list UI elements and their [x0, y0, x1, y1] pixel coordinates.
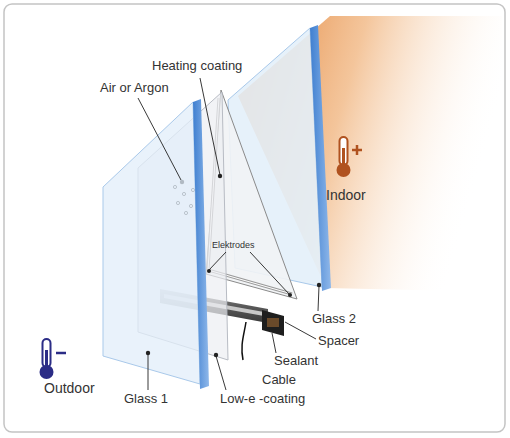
sealant-detail [267, 318, 279, 327]
part-label: Glass 2 [312, 311, 356, 326]
part-label: Cable [262, 372, 296, 387]
frame [4, 4, 505, 432]
part-label: Spacer [318, 333, 359, 348]
leader-lines [138, 78, 319, 390]
sealant-block [262, 310, 284, 336]
part-label: Indoor [326, 187, 366, 203]
cable-wire [242, 322, 246, 360]
part-label: Outdoor [44, 380, 95, 396]
part-label: Air or Argon [100, 80, 169, 95]
outdoor-thermometer [40, 339, 67, 379]
part-label: Glass 1 [124, 391, 168, 406]
part-label: Sealant [274, 353, 318, 368]
glass-1-pane [103, 102, 200, 384]
part-label: Low-e -coating [220, 391, 305, 406]
glass-1-edge [193, 99, 209, 389]
part-label: Heating coating [152, 58, 242, 73]
part-label: Elektrodes [212, 240, 255, 251]
indoor-thermometer [337, 137, 363, 177]
glass-2-edge [310, 25, 331, 291]
leader-dots [146, 174, 321, 357]
